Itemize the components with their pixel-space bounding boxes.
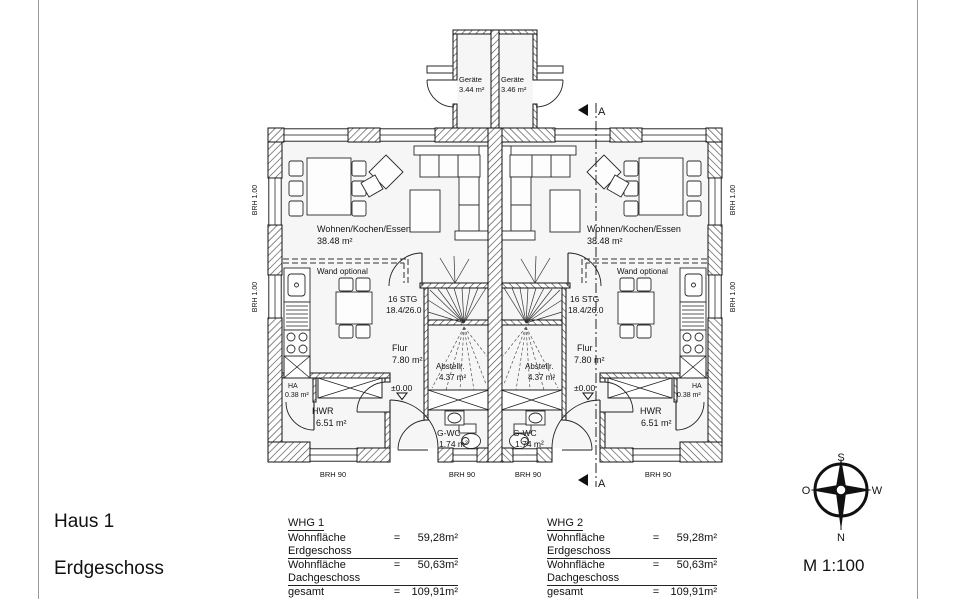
table-row: Wohnfläche Dachgeschoss = 50,63m² xyxy=(547,559,717,586)
area-table-whg1: WHG 1 Wohnfläche Erdgeschoss = 59,28m² W… xyxy=(288,517,458,599)
section-label-bottom: A xyxy=(598,478,606,490)
room-area-flur-right: 7.80 m² xyxy=(574,355,605,365)
row-value: 59,28m² xyxy=(417,532,458,544)
scale-label: M 1:100 xyxy=(803,556,865,575)
brh90-label-1: BRH 90 xyxy=(320,470,346,479)
table-row: gesamt = 109,91m² xyxy=(288,586,458,599)
room-area-gwc-left: 1.74 m² xyxy=(439,439,468,449)
room-area-abstell-left: 4.37 m² xyxy=(439,373,466,382)
stair-label-right-2: 18.4/26.0 xyxy=(568,305,604,315)
room-label-abstell-right: Abstellr. xyxy=(525,362,553,371)
room-label-flur-left: Flur xyxy=(392,343,408,353)
row-eq: = xyxy=(652,532,660,544)
house-title: Haus 1 xyxy=(54,511,115,532)
row-eq: = xyxy=(393,586,401,598)
room-label-living-left: Wohnen/Kochen/Essen xyxy=(317,224,411,234)
brh90-label-3: BRH 90 xyxy=(515,470,541,479)
brh100-label-1: BRH 1.00 xyxy=(252,185,259,215)
room-label-living-right: Wohnen/Kochen/Essen xyxy=(587,224,681,234)
row-eq: = xyxy=(652,586,660,598)
section-line-a: A A xyxy=(578,103,606,490)
row-value: 50,63m² xyxy=(676,559,717,571)
room-label-ha-right: HA xyxy=(692,383,702,390)
table-row: Wohnfläche Erdgeschoss = 59,28m² xyxy=(547,532,717,559)
room-area-living-right: 38.48 m² xyxy=(587,236,623,246)
whg2-title: WHG 2 xyxy=(547,517,584,531)
room-area-geraete-right: 3.46 m² xyxy=(501,85,527,94)
room-area-flur-left: 7.80 m² xyxy=(392,355,423,365)
row-value: 50,63m² xyxy=(417,559,458,571)
stair-label-left-2: 18.4/26.0 xyxy=(386,305,422,315)
whg1-title: WHG 1 xyxy=(288,517,325,531)
room-label-ha-left: HA xyxy=(288,383,298,390)
floor-title: Erdgeschoss xyxy=(54,558,164,579)
room-label-abstell-left: Abstellr. xyxy=(436,362,464,371)
row-label: Wohnfläche Dachgeschoss xyxy=(288,559,361,584)
optional-wall-label-right: Wand optional xyxy=(617,267,668,276)
row-value: 59,28m² xyxy=(676,532,717,544)
annex-divider-wall xyxy=(490,29,500,129)
room-label-hwr-right: HWR xyxy=(640,406,662,416)
row-value: 109,91m² xyxy=(411,586,458,598)
section-label-top: A xyxy=(598,106,606,118)
compass-west: W xyxy=(872,485,883,497)
brh90-label-4: BRH 90 xyxy=(645,470,671,479)
row-label: Wohnfläche Erdgeschoss xyxy=(288,532,352,557)
room-label-gwc-right: G-WC xyxy=(513,428,537,438)
sheet-border-left xyxy=(38,0,39,599)
room-area-geraete-left: 3.44 m² xyxy=(459,85,485,94)
table-row: Wohnfläche Erdgeschoss = 59,28m² xyxy=(288,532,458,559)
row-eq: = xyxy=(393,532,401,544)
room-area-abstell-right: 4.37 m² xyxy=(528,373,555,382)
compass-east: O xyxy=(802,485,811,497)
room-area-hwr-left: 6.51 m² xyxy=(316,418,347,428)
room-label-geraete-left: Geräte xyxy=(459,75,482,84)
room-label-geraete-right: Geräte xyxy=(501,75,524,84)
room-area-ha-left: 0.38 m² xyxy=(285,392,309,399)
room-area-gwc-right: 1.74 m² xyxy=(515,439,544,449)
row-value: 109,91m² xyxy=(670,586,717,598)
compass-north: N xyxy=(837,532,845,544)
brh100-label-4: BRH 1.00 xyxy=(730,282,737,312)
level-marker-right: ±0.00 xyxy=(574,383,595,393)
row-eq: = xyxy=(652,559,660,571)
level-marker-left: ±0.00 xyxy=(391,383,412,393)
room-area-ha-right: 0.38 m² xyxy=(677,392,701,399)
room-area-hwr-right: 6.51 m² xyxy=(641,418,672,428)
brh100-label-2: BRH 1.00 xyxy=(252,282,259,312)
row-label: gesamt xyxy=(547,586,584,598)
brh90-label-2: BRH 90 xyxy=(449,470,475,479)
stair-label-right-1: 16 STG xyxy=(570,294,599,304)
optional-wall-label-left: Wand optional xyxy=(317,267,368,276)
room-label-flur-right: Flur xyxy=(577,343,593,353)
table-row: Wohnfläche Dachgeschoss = 50,63m² xyxy=(288,559,458,586)
row-eq: = xyxy=(393,559,401,571)
room-label-hwr-left: HWR xyxy=(312,406,334,416)
room-label-gwc-left: G-WC xyxy=(437,428,461,438)
stair-label-left-1: 16 STG xyxy=(388,294,417,304)
party-wall xyxy=(487,127,503,463)
area-table-whg2: WHG 2 Wohnfläche Erdgeschoss = 59,28m² W… xyxy=(547,517,717,599)
sheet-border-right xyxy=(917,0,918,599)
table-row: gesamt = 109,91m² xyxy=(547,586,717,599)
row-label: Wohnfläche Dachgeschoss xyxy=(547,559,620,584)
room-area-living-left: 38.48 m² xyxy=(317,236,353,246)
compass-rose: S O W N xyxy=(802,452,883,544)
compass-south: S xyxy=(837,452,844,464)
brh100-label-3: BRH 1.00 xyxy=(730,185,737,215)
row-label: gesamt xyxy=(288,586,325,598)
row-label: Wohnfläche Erdgeschoss xyxy=(547,532,611,557)
